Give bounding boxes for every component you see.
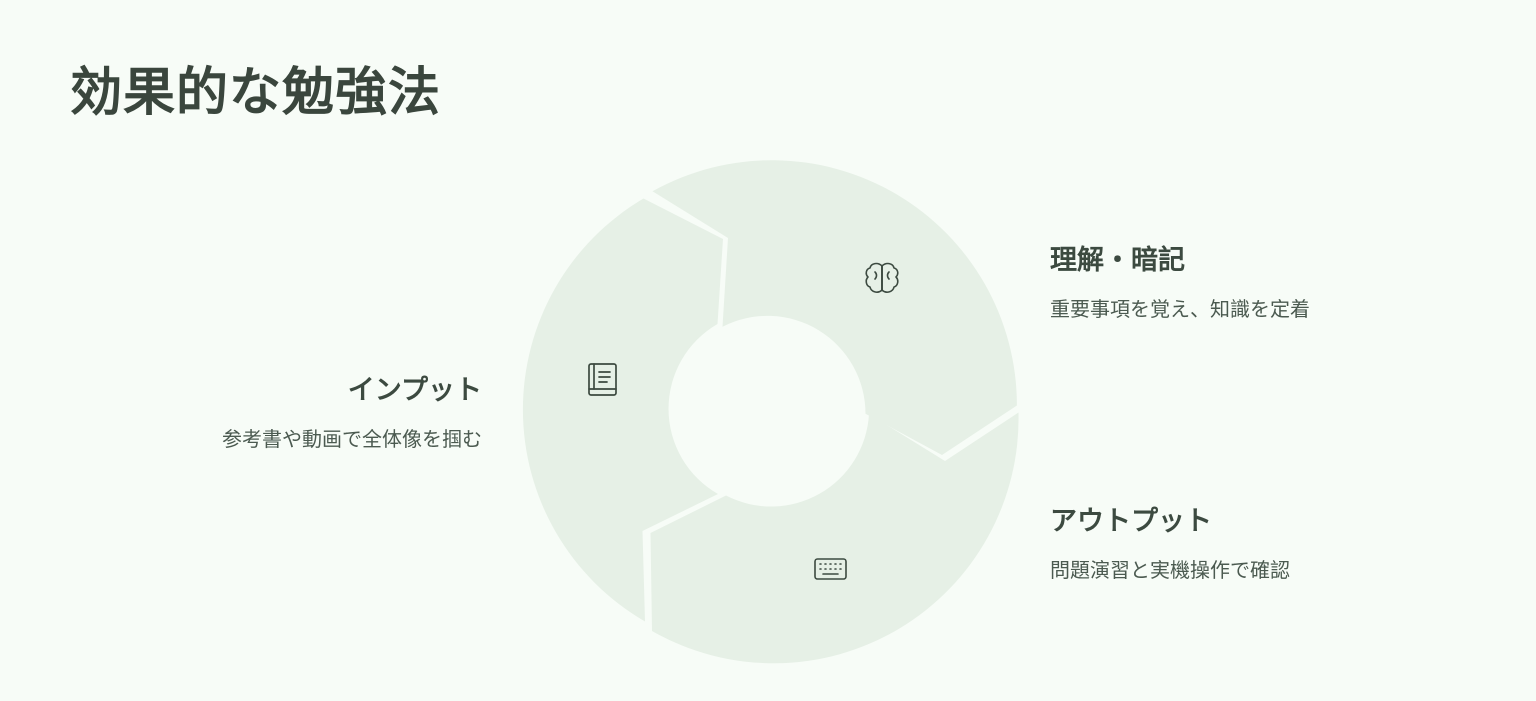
step-understand: 理解・暗記 重要事項を覚え、知識を定着 (1050, 238, 1310, 322)
segment-input (522, 198, 723, 622)
book-icon (588, 363, 617, 396)
step-output: アウトプット 問題演習と実機操作で確認 (1050, 499, 1290, 583)
step-understand-title: 理解・暗記 (1050, 245, 1185, 276)
step-understand-desc: 重要事項を覚え、知識を定着 (1050, 297, 1310, 321)
step-input: インプット 参考書や動画で全体像を掴む (222, 368, 482, 452)
step-output-title: アウトプット (1050, 506, 1212, 537)
segment-output (650, 412, 1019, 664)
segment-understand (652, 160, 1017, 455)
page-title: 効果的な勉強法 (70, 63, 442, 123)
step-output-desc: 問題演習と実機操作で確認 (1050, 558, 1290, 582)
step-input-title: インプット (347, 375, 482, 406)
step-input-desc: 参考書や動画で全体像を掴む (222, 427, 482, 451)
segment-group (522, 160, 1019, 664)
keyboard-icon (814, 558, 847, 580)
brain-icon (865, 262, 899, 293)
